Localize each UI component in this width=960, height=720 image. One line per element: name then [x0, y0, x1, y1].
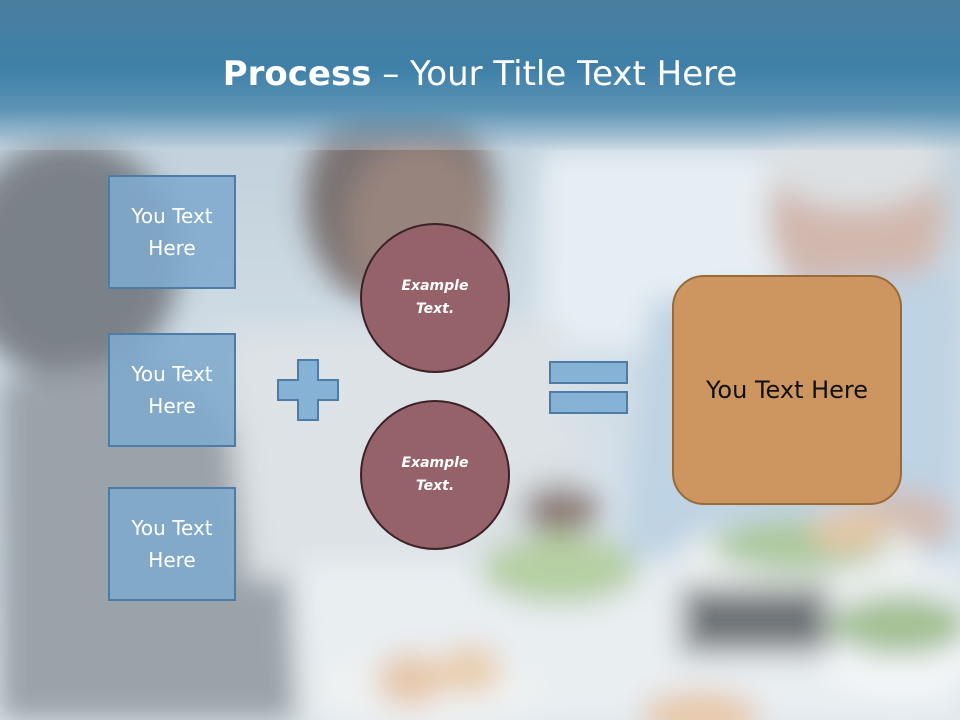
- example-circle-2-label: Example Text.: [401, 455, 469, 494]
- slide-title: Process – Your Title Text Here: [0, 52, 960, 96]
- plus-icon: [277, 359, 339, 421]
- example-circle-1[interactable]: Example Text.: [360, 223, 510, 373]
- input-box-3-label: You Text Here: [131, 516, 213, 572]
- title-rest: – Your Title Text Here: [371, 54, 738, 94]
- input-box-1[interactable]: You Text Here: [108, 175, 236, 289]
- result-box[interactable]: You Text Here: [672, 275, 902, 505]
- input-box-2-label: You Text Here: [131, 362, 213, 418]
- input-box-1-label: You Text Here: [131, 204, 213, 260]
- example-circle-2[interactable]: Example Text.: [360, 400, 510, 550]
- example-circle-1-label: Example Text.: [401, 278, 469, 317]
- equals-icon: [549, 361, 628, 414]
- title-band: [0, 0, 960, 150]
- result-box-label: You Text Here: [705, 376, 869, 404]
- input-box-2[interactable]: You Text Here: [108, 333, 236, 447]
- title-bold: Process: [222, 54, 372, 94]
- input-box-3[interactable]: You Text Here: [108, 487, 236, 601]
